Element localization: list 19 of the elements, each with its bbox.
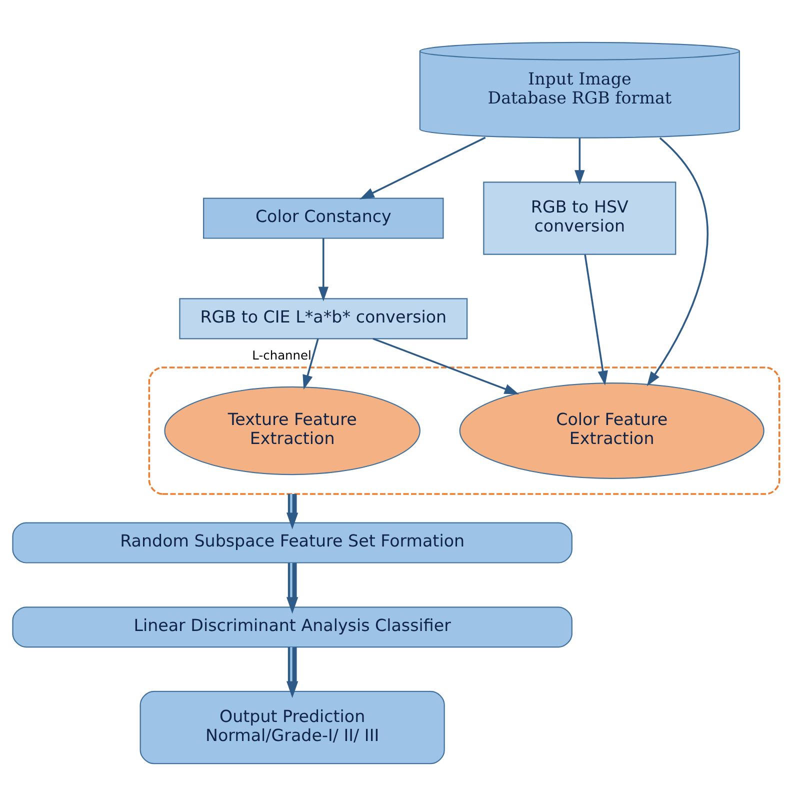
arrow: [360, 136, 486, 200]
arrow: [286, 494, 298, 530]
node-box: Output Prediction Normal/Grade-I/ II/ III: [140, 690, 445, 764]
arrow: [286, 562, 298, 614]
arrow: [584, 254, 608, 386]
arrow: [318, 238, 329, 302]
node-box: Linear Discriminant Analysis Classifier: [12, 606, 572, 648]
node-box: RGB to CIE L*a*b* conversion: [179, 298, 468, 340]
node-box: Random Subspace Feature Set Formation: [12, 522, 572, 564]
node-box: RGB to HSV conversion: [483, 182, 676, 255]
cluster: [148, 366, 780, 495]
arrow: [574, 138, 585, 185]
edge-label: L-channel: [252, 348, 312, 362]
node-box: Color Constancy: [203, 198, 444, 239]
arrow: [646, 137, 708, 386]
arrow: [372, 338, 520, 394]
arrow: [286, 647, 298, 698]
node-ellipse: Texture Feature Extraction: [164, 386, 420, 476]
arrow: [302, 338, 319, 390]
